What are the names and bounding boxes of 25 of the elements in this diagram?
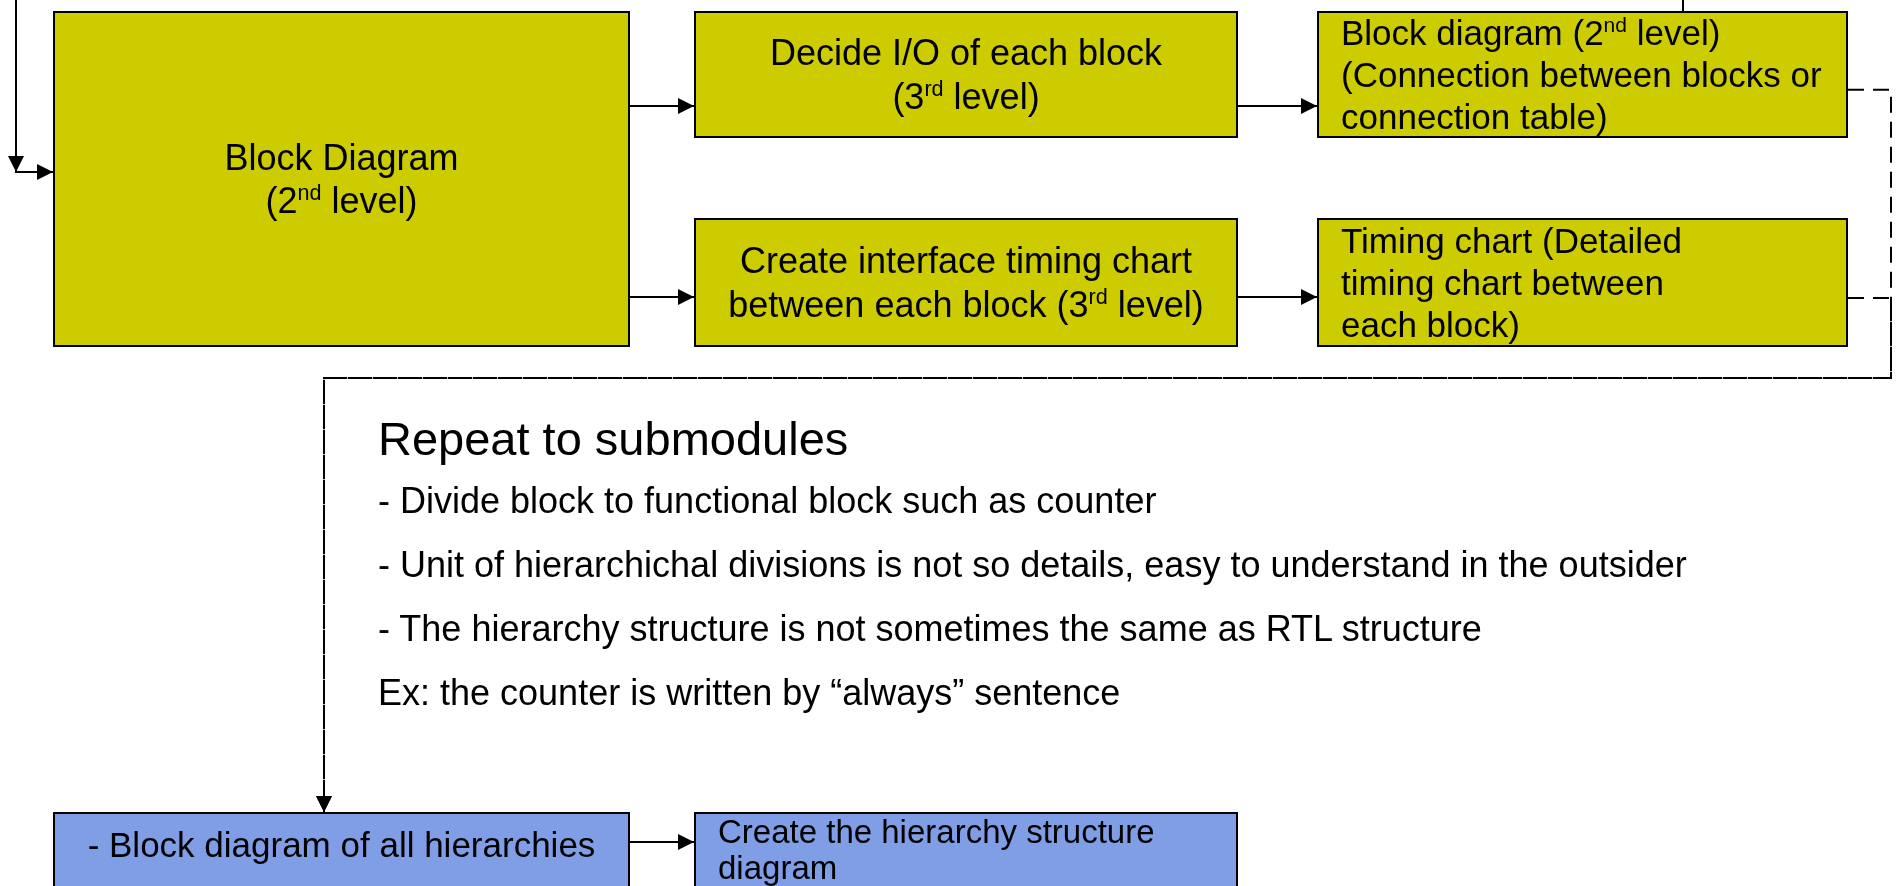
process-box — [53, 11, 630, 347]
arrow — [629, 289, 695, 305]
arrow — [629, 834, 695, 850]
note-text: Ex: the counter is written by “always” sentence — [378, 672, 1121, 714]
arrow — [316, 297, 1892, 813]
arrow — [629, 98, 695, 114]
box-text: Decide I/O of each block (3$^{rd}$ level) — [768, 31, 1164, 118]
box-text: Block Diagram (2$^{nd}$ level) — [223, 135, 460, 223]
box-text: Create interface timing chart between each block (3$^{rd}$ level) — [727, 239, 1205, 326]
note-text: - Divide block to functional block such as counter — [378, 480, 1157, 522]
process-box — [694, 11, 1238, 138]
heading-text: Repeat to submodules — [378, 411, 849, 466]
process-box — [1317, 218, 1848, 347]
box-text: Block diagram (2$^{nd}$ level) (Connection between blocks or connection table) — [1341, 11, 1823, 138]
box-text: Timing chart (Detailed timing chart between each block) — [1341, 219, 1684, 346]
arrow — [8, 0, 54, 180]
process-box — [694, 812, 1238, 886]
process-box — [53, 812, 630, 886]
box-text: - Block diagram of all hierarchies — [87, 824, 596, 866]
process-box — [694, 218, 1238, 347]
box-text: Create the hierarchy structure diagram — [718, 814, 1156, 886]
note-text: - The hierarchy structure is not sometimes the same as RTL structure — [378, 608, 1482, 650]
arrow — [1237, 98, 1318, 114]
note-text: - Unit of hierarchichal divisions is not so details, easy to understand in the outsider — [378, 544, 1687, 586]
arrow — [1237, 289, 1318, 305]
